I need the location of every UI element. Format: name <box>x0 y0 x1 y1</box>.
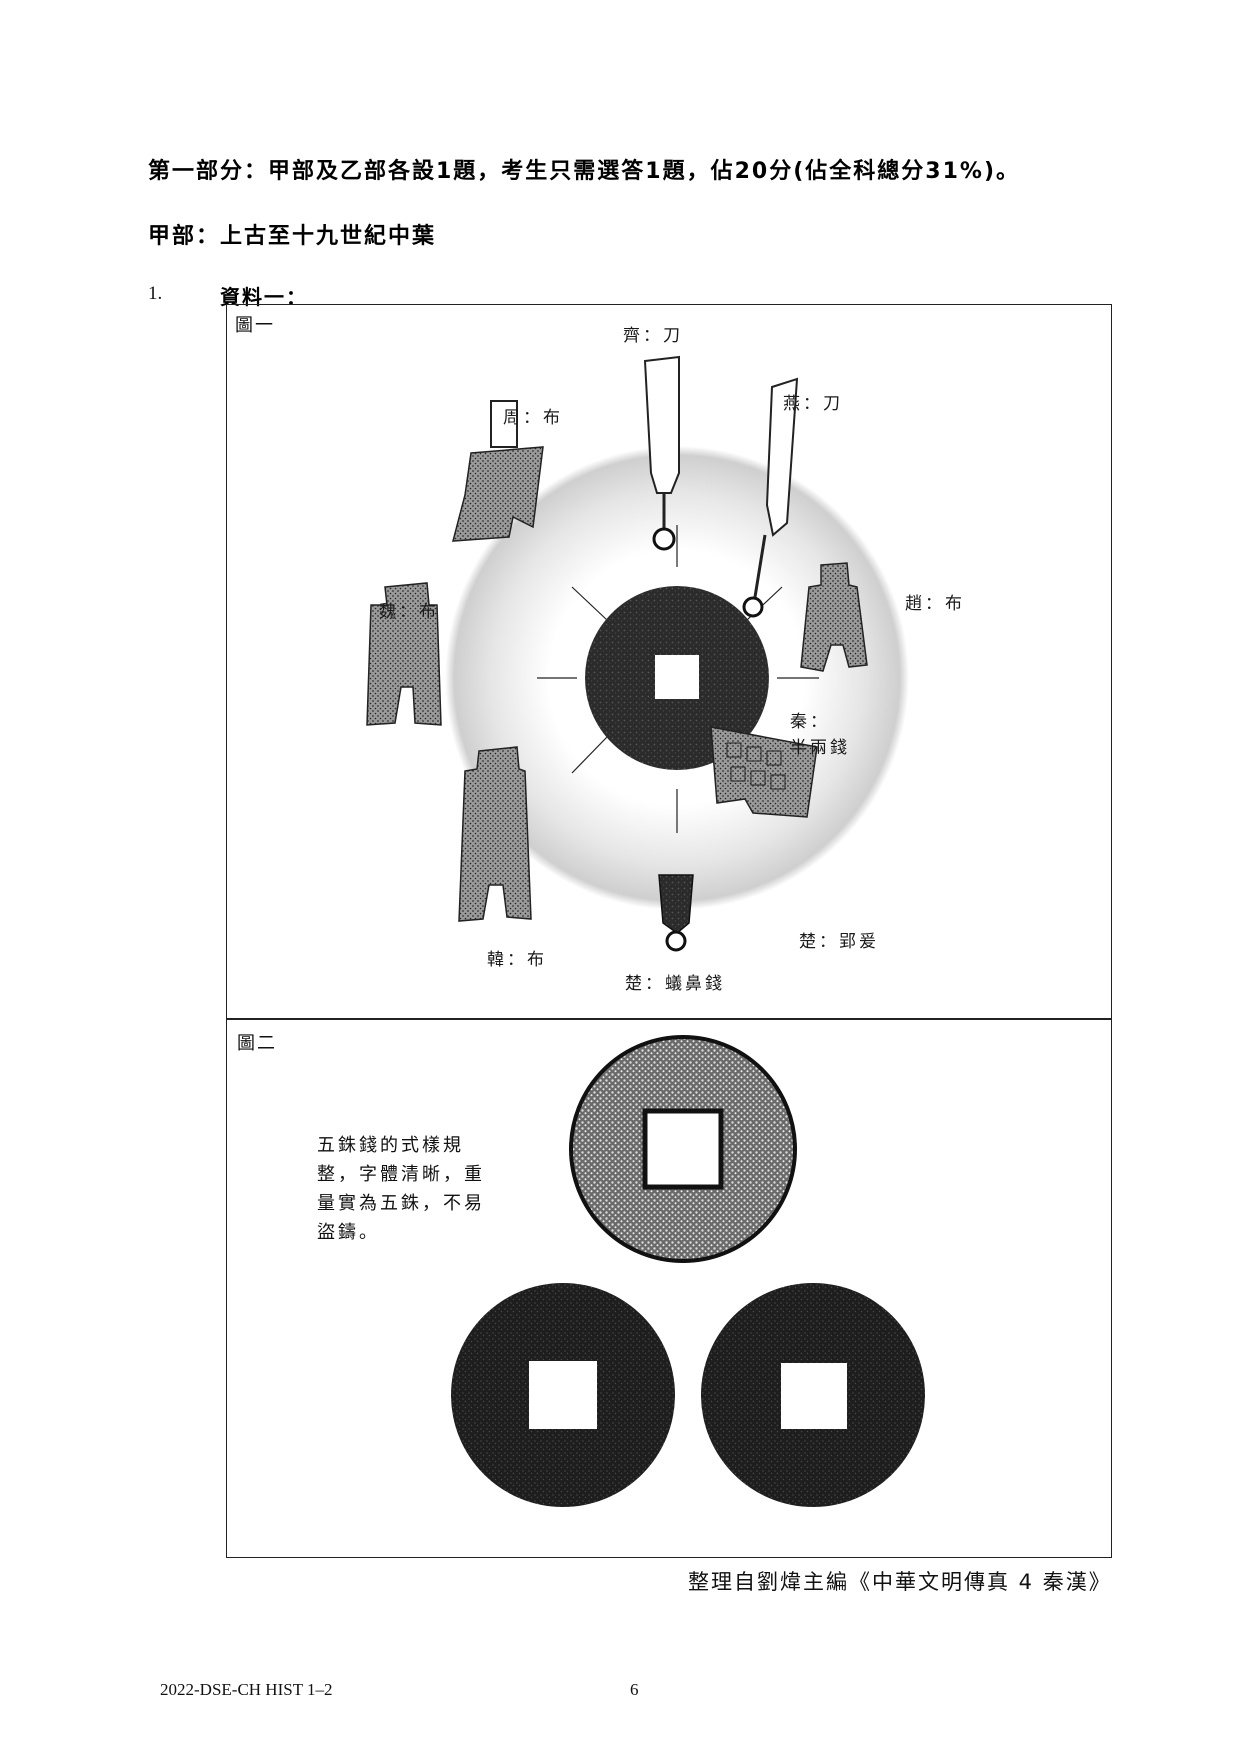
label-qin-1: 秦： <box>790 712 830 732</box>
label-yan: 燕：刀 <box>783 394 843 414</box>
section-heading: 甲部：上古至十九世紀中葉 <box>148 224 437 249</box>
chu-ant-nose-coin <box>658 874 694 952</box>
zhao-spade-coin <box>800 562 868 672</box>
label-qi: 齊：刀 <box>623 326 683 346</box>
wuzhu-coin-left <box>451 1283 675 1507</box>
wei-spade-coin <box>366 582 442 726</box>
label-han: 韓：布 <box>487 950 547 970</box>
yan-knife-coin <box>742 377 799 618</box>
figure-1-illustration <box>366 355 909 952</box>
figure-2-illustration <box>451 1035 925 1507</box>
qi-knife-coin <box>643 355 680 551</box>
label-wei: 魏：布 <box>379 602 439 622</box>
qin-banliang-coin <box>585 586 769 770</box>
han-spade-coin <box>458 746 532 922</box>
source-citation: 整理自劉煒主編《中華文明傳真 4 秦漢》 <box>688 1570 1112 1594</box>
part-heading: 第一部分：甲部及乙部各設1題，考生只需選答1題，佔20分(佔全科總分31%)。 <box>148 159 1021 184</box>
label-chu-yingyuan: 楚：郢爰 <box>799 932 879 952</box>
page-number: 6 <box>630 1680 639 1699</box>
figure-1-panel: 圖一 齊：刀 燕：刀 周：布 趙：布 魏：布 秦： 半兩錢 楚：郢爰 韓：布 楚… <box>226 304 1112 1020</box>
source-label: 資料一： <box>220 285 308 309</box>
footer-code: 2022-DSE-CH HIST 1–2 <box>160 1680 333 1699</box>
label-chu-yibi: 楚：蟻鼻錢 <box>625 974 725 994</box>
wuzhu-coin-top <box>569 1035 797 1263</box>
zhou-spade-coin <box>452 400 544 542</box>
label-zhou: 周：布 <box>503 408 563 428</box>
figure-2-panel: 圖二 五銖錢的式樣規整，字體清晰，重量實為五銖，不易盜鑄。 <box>226 1018 1112 1558</box>
question-number: 1. <box>148 283 163 304</box>
wuzhu-coin-right <box>701 1283 925 1507</box>
figure-1-title: 圖一 <box>235 315 275 336</box>
figure-2-title: 圖二 <box>237 1033 277 1054</box>
chu-yingyuan-gold <box>710 726 818 818</box>
label-zhao: 趙：布 <box>905 594 965 614</box>
figure-2-note: 五銖錢的式樣規整，字體清晰，重量實為五銖，不易盜鑄。 <box>317 1135 485 1243</box>
label-qin-2: 半兩錢 <box>790 738 850 758</box>
